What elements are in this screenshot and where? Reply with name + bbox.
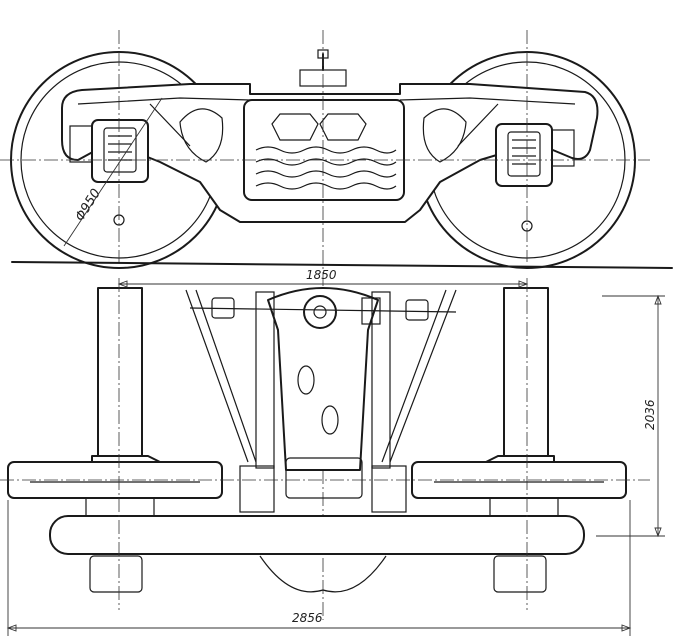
left-frame-window xyxy=(179,108,224,163)
wheel-diameter-leader xyxy=(63,97,163,247)
brake-beam xyxy=(185,289,457,469)
spring-set xyxy=(243,49,405,201)
overall-width-label: 2856 xyxy=(292,611,323,625)
right-axle-box xyxy=(495,123,575,187)
overall-height-label: 2036 xyxy=(643,399,657,430)
plan-view: 1850 2036 2856 xyxy=(0,268,665,636)
bolster xyxy=(267,287,379,499)
overall-width-dimension: 2856 xyxy=(6,500,632,636)
brake-rods-side xyxy=(149,103,499,147)
wheelbase-label: 1850 xyxy=(306,268,337,282)
wheelbase-dimension: 1850 xyxy=(117,268,529,288)
overall-height-dimension: 2036 xyxy=(596,294,665,538)
side-frame-plan xyxy=(49,465,585,593)
left-axle-box xyxy=(69,119,149,183)
wheel-diameter-label: Φ950 xyxy=(73,186,104,224)
left-wheelset-plan xyxy=(7,287,223,519)
rail-line xyxy=(11,261,673,269)
side-elevation: Φ950 xyxy=(0,30,673,620)
